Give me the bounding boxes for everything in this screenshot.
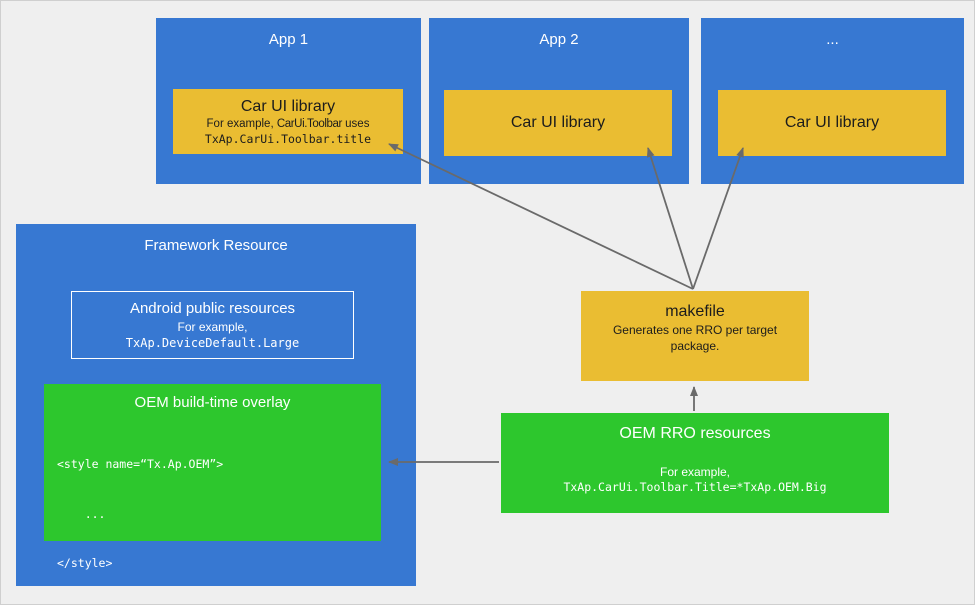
- app2-title: App 2: [539, 31, 579, 48]
- framework-resource-box: Framework Resource Android public resour…: [16, 224, 416, 586]
- app-ellipsis-library-title: Car UI library: [784, 114, 880, 131]
- oem-build-time-overlay-box: OEM build-time overlay <style name=“Tx.A…: [44, 384, 381, 570]
- oem-overlay-title: OEM build-time overlay: [134, 394, 291, 411]
- oem-rro-example-code: TxAp.CarUi.Toolbar.Title=*TxAp.OEM.Big: [563, 480, 827, 494]
- oem-overlay-code-block: <style name=“Tx.Ap.OEM”> ... </style> <s…: [44, 411, 381, 604]
- app2-box: App 2 Car UI library: [429, 18, 689, 184]
- app1-box: App 1 Car UI library For example, CarUi.…: [156, 18, 421, 184]
- code-line: </style>: [57, 556, 113, 570]
- makefile-description: Generates one RRO per target package.: [612, 323, 778, 353]
- example-prefix: For example,: [206, 117, 277, 130]
- app2-library-title: Car UI library: [510, 114, 606, 131]
- app1-library-example-line: For example, CarUi.Toolbar uses: [207, 117, 370, 132]
- android-public-resources-title: Android public resources: [129, 300, 296, 317]
- app1-title: App 1: [268, 31, 309, 48]
- app-ellipsis-title: ...: [826, 31, 839, 48]
- code-line: <style name=“Tx.Ap.OEM”>: [57, 457, 224, 471]
- android-public-example-label: For example,: [177, 320, 248, 334]
- app1-car-ui-library-box: Car UI library For example, CarUi.Toolba…: [173, 89, 403, 154]
- app-ellipsis-car-ui-library-box: Car UI library: [718, 90, 946, 156]
- app2-car-ui-library-box: Car UI library: [444, 90, 672, 156]
- framework-resource-title: Framework Resource: [144, 237, 288, 254]
- app1-library-title: Car UI library: [240, 97, 336, 115]
- example-suffix: uses: [341, 117, 370, 130]
- code-line: ...: [57, 506, 106, 521]
- makefile-box: makefile Generates one RRO per target pa…: [581, 291, 809, 381]
- makefile-title: makefile: [665, 303, 725, 320]
- app-ellipsis-box: ... Car UI library: [701, 18, 964, 184]
- android-public-example-code: TxAp.DeviceDefault.Large: [125, 336, 300, 350]
- android-public-resources-box: Android public resources For example, Tx…: [71, 291, 354, 359]
- app1-library-example-code: TxAp.CarUi.Toolbar.title: [204, 131, 372, 146]
- example-inline-code: CarUi.Toolbar: [276, 117, 343, 130]
- oem-rro-title: OEM RRO resources: [619, 425, 771, 442]
- oem-rro-example-label: For example,: [659, 465, 731, 479]
- oem-rro-resources-box: OEM RRO resources For example, TxAp.CarU…: [501, 413, 889, 513]
